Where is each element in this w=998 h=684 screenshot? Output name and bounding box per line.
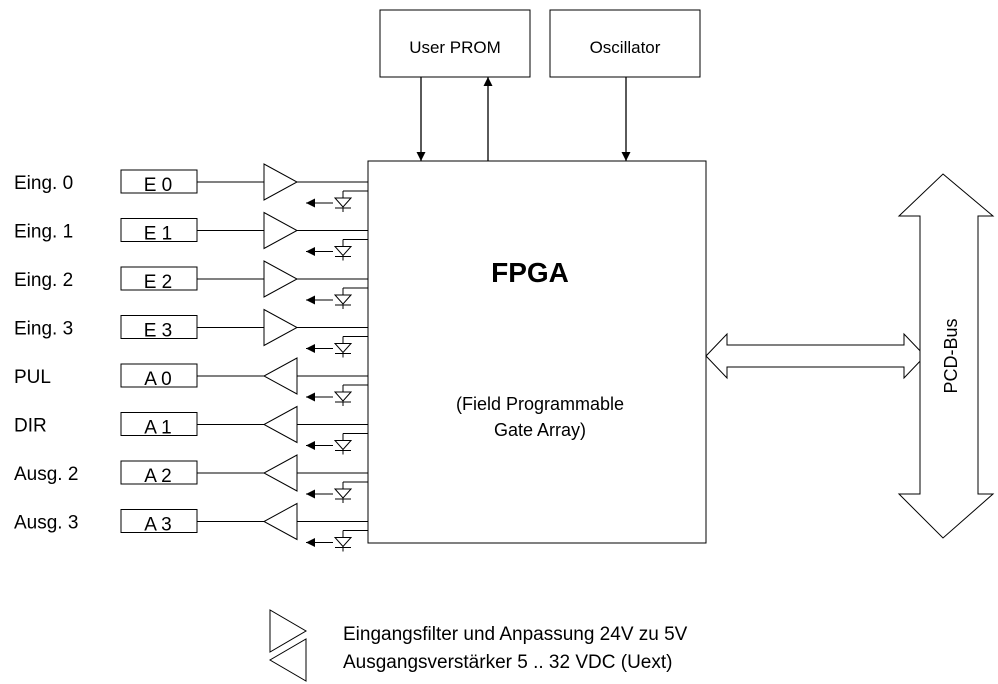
channel-label: Eing. 3 [14, 319, 73, 340]
pcd-bus-label: PCD-Bus [941, 318, 961, 393]
channel-row: DIR A 1 [14, 405, 368, 455]
input-filter-triangle [263, 260, 299, 298]
legend: Eingangsfilter und Anpassung 24V zu 5V A… [269, 609, 688, 682]
output-amplifier-triangle [262, 357, 298, 395]
channel-row: PUL A 0 [14, 357, 368, 406]
led-indicator-icon [306, 287, 368, 309]
terminal-box-label: E 2 [144, 272, 173, 293]
input-filter-triangle [263, 163, 299, 201]
fpga-subtitle-line1: (Field Programmable [456, 394, 624, 414]
channel-row: Eing. 1 E 1 [14, 211, 368, 261]
legend-input-text: Eingangsfilter und Anpassung 24V zu 5V [343, 624, 688, 645]
pcd-bus: PCD-Bus [897, 173, 995, 539]
output-amplifier-triangle [262, 405, 298, 444]
channel-row: Eing. 3 E 3 [14, 308, 368, 358]
fpga-block: FPGA (Field Programmable Gate Array) [367, 160, 707, 544]
terminal-box-label: E 1 [144, 224, 173, 245]
fpga-bus-link-arrow [705, 332, 926, 380]
oscillator-block: Oscillator [549, 9, 701, 78]
user-prom-block: User PROM [379, 9, 531, 78]
legend-output-amplifier-icon [269, 638, 307, 682]
led-indicator-icon [306, 239, 368, 261]
channel-label: PUL [14, 367, 51, 388]
oscillator-label: Oscillator [590, 38, 661, 57]
input-filter-triangle [263, 211, 299, 250]
input-filter-triangle [263, 308, 299, 347]
channel-label: DIR [14, 416, 47, 437]
channel-label: Ausg. 3 [14, 513, 78, 534]
led-indicator-icon [306, 336, 368, 358]
led-indicator-icon [306, 530, 368, 552]
terminal-box-label: A 1 [144, 418, 171, 439]
channel-label: Ausg. 2 [14, 464, 78, 485]
fpga-subtitle-line2: Gate Array) [494, 420, 586, 440]
channel-label: Eing. 2 [14, 270, 73, 291]
channel-label: Eing. 0 [14, 173, 73, 194]
io-channels: Eing. 0 E 0 Eing. 1 E 1 Eing. 2 E 2 Eing. 3 E 3… [14, 163, 368, 552]
fpga-title: FPGA [491, 257, 569, 288]
channel-row: Eing. 2 E 2 [14, 260, 368, 309]
led-indicator-icon [306, 384, 368, 406]
channel-label: Eing. 1 [14, 222, 73, 243]
legend-output-text: Ausgangsverstärker 5 .. 32 VDC (Uext) [343, 652, 672, 673]
led-indicator-icon [306, 190, 368, 212]
output-amplifier-triangle [262, 502, 298, 541]
terminal-box-label: E 3 [144, 321, 173, 342]
user-prom-label: User PROM [409, 38, 501, 57]
output-amplifier-triangle [262, 454, 298, 492]
led-indicator-icon [306, 481, 368, 503]
channel-row: Ausg. 2 A 2 [14, 454, 368, 503]
led-indicator-icon [306, 433, 368, 455]
terminal-box-label: E 0 [144, 175, 173, 196]
channel-row: Eing. 0 E 0 [14, 163, 368, 212]
terminal-box-label: A 0 [144, 369, 171, 390]
channel-row: Ausg. 3 A 3 [14, 502, 368, 552]
terminal-box-label: A 2 [144, 466, 171, 487]
legend-input-filter-icon [269, 609, 307, 653]
terminal-box-label: A 3 [144, 515, 171, 536]
